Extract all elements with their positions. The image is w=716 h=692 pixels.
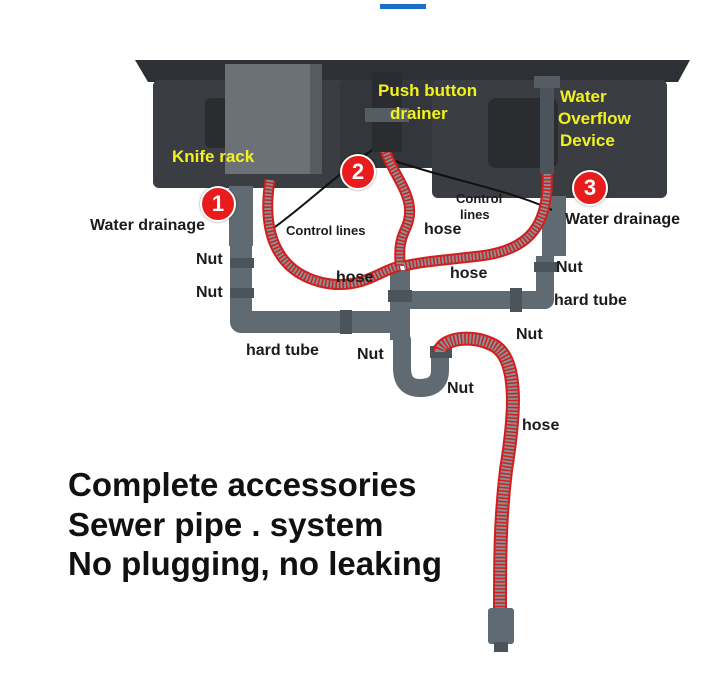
push-button-connector (365, 108, 409, 122)
nut-ring (510, 288, 522, 312)
label-hard-tube-right: hard tube (554, 292, 627, 309)
label-push-button: Push button (378, 81, 478, 100)
nut-ring (534, 262, 558, 272)
nut-ring (388, 290, 412, 302)
hose-left (264, 179, 401, 289)
label-control-right-1: Control (456, 191, 503, 206)
label-nut-left-2: Nut (196, 284, 223, 301)
hose-long (435, 333, 518, 613)
control-line-right (391, 159, 553, 211)
label-drainer: drainer (390, 104, 448, 123)
headline-line-2: Sewer pipe . system (68, 506, 384, 543)
overflow-pipe (540, 84, 554, 174)
badge-one: 1 (200, 186, 236, 222)
label-water: Water (560, 87, 607, 106)
p-trap (393, 331, 449, 398)
label-water-drainage-left: Water drainage (90, 217, 205, 234)
hose-end-tip (494, 642, 508, 652)
label-hose-long: hose (522, 417, 560, 434)
knife-rack-side (310, 64, 322, 174)
knife-rack-box (225, 64, 320, 174)
label-hose-top: hose (424, 221, 462, 238)
label-nut-trap: Nut (447, 380, 474, 397)
hose-end-fitting (488, 608, 514, 644)
label-hose-right: hose (450, 265, 488, 282)
headline-line-3: No plugging, no leaking (68, 545, 442, 582)
label-nut-left-1: Nut (196, 251, 223, 268)
label-hose-left: hose (336, 269, 374, 286)
label-control-lines-left: Control lines (286, 223, 366, 238)
top-accent-bar (380, 4, 426, 9)
label-control-right-2: lines (460, 207, 490, 222)
label-nut-center: Nut (357, 346, 384, 363)
label-water-drainage-right: Water drainage (565, 211, 680, 228)
nut-ring (230, 258, 254, 268)
label-knife-rack: Knife rack (172, 147, 255, 166)
sink-deck (135, 60, 690, 82)
headline-line-1: Complete accessories (68, 466, 417, 503)
badge-two: 2 (340, 154, 376, 190)
label-device: Device (560, 131, 615, 150)
label-nut-right-bottom: Nut (516, 326, 543, 343)
label-overflow: Overflow (558, 109, 631, 128)
overflow-cap (534, 76, 560, 88)
hard-tube-right (400, 256, 554, 309)
hose-right (403, 169, 551, 270)
badge-three: 3 (572, 170, 608, 206)
hose-top (381, 148, 414, 267)
nut-ring (230, 288, 254, 298)
label-hard-tube-left: hard tube (246, 342, 319, 359)
nut-ring (340, 310, 352, 334)
label-nut-right-top: Nut (556, 259, 583, 276)
